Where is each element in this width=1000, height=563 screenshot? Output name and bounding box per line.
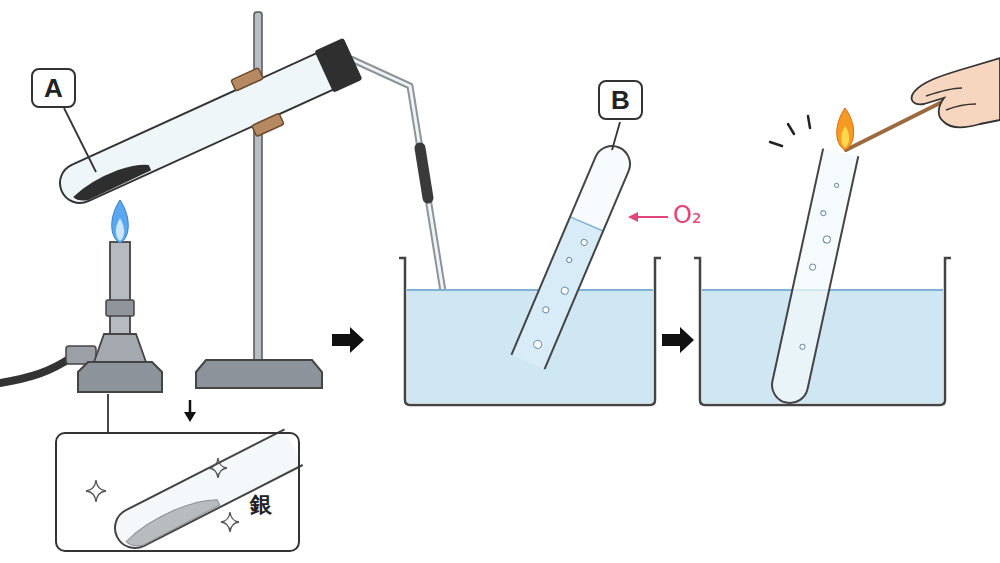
tube-glass [108, 429, 303, 555]
bubble [532, 339, 542, 349]
bubble [820, 210, 826, 216]
bubble [560, 286, 569, 295]
bubbles [792, 181, 843, 350]
burner-base [78, 362, 162, 392]
bubble [823, 235, 831, 243]
inset-box: 銀 [55, 432, 300, 552]
leader-line-b [612, 122, 620, 150]
flame-core [841, 126, 849, 148]
silver-powder [123, 490, 220, 551]
finger-line [926, 88, 962, 96]
label-text: 銀 [250, 490, 272, 520]
label-text: A [44, 73, 63, 103]
leader-line-a [64, 108, 96, 172]
rubber-joint [420, 148, 428, 198]
sparkle [221, 512, 239, 532]
down-arrow-head [184, 412, 196, 422]
bubble [799, 344, 805, 350]
process-arrow [332, 327, 364, 353]
burner-neck [94, 334, 146, 362]
test-tube-with-oxygen [769, 149, 859, 407]
flame-core [116, 218, 124, 241]
part-label: A [31, 68, 76, 108]
collecting-tube [511, 140, 635, 369]
tube-water-line [570, 217, 603, 231]
bubble [580, 239, 588, 247]
air-collar [106, 300, 134, 316]
burner-barrel [110, 242, 130, 334]
finger-line [946, 104, 976, 110]
process-arrow [662, 327, 694, 353]
palm [912, 58, 1000, 128]
black-powder [71, 157, 152, 205]
hand [912, 58, 1000, 128]
sparkle [86, 480, 106, 502]
tube-glass [769, 149, 859, 407]
bubble [542, 306, 550, 314]
gas-label: O₂ [673, 201, 702, 229]
stand-rod [254, 12, 262, 364]
tube-gas [570, 140, 636, 230]
gas-label: O₂ [673, 201, 702, 229]
stopper [314, 38, 362, 93]
mark [788, 124, 794, 134]
flame [837, 108, 854, 150]
mark [808, 116, 810, 128]
sparkles [86, 458, 239, 532]
reaction-marks [770, 116, 810, 146]
sparkle [209, 458, 227, 478]
bubbles [528, 235, 590, 351]
water-surface [407, 289, 653, 291]
bubble [834, 183, 839, 188]
heated-test-tube [49, 30, 366, 219]
blue-flame [112, 200, 129, 243]
inset-leader [107, 394, 109, 432]
bubble [566, 257, 573, 264]
tube-glass [54, 49, 344, 210]
stand-base [196, 360, 322, 388]
down-arrow-line [189, 400, 192, 414]
clamp-lower [252, 113, 284, 136]
o2-arrow-head [628, 212, 638, 222]
inset-test-tube [108, 429, 303, 555]
bubble [809, 264, 816, 271]
clamp-upper [231, 68, 263, 91]
label-text: B [611, 85, 630, 115]
tube-glass [511, 140, 635, 369]
o2-arrow-line [634, 216, 668, 218]
part-label: B [598, 80, 643, 120]
tube-water [511, 217, 603, 369]
gas-hose [0, 357, 72, 383]
mark [770, 142, 782, 146]
burner [0, 200, 162, 392]
